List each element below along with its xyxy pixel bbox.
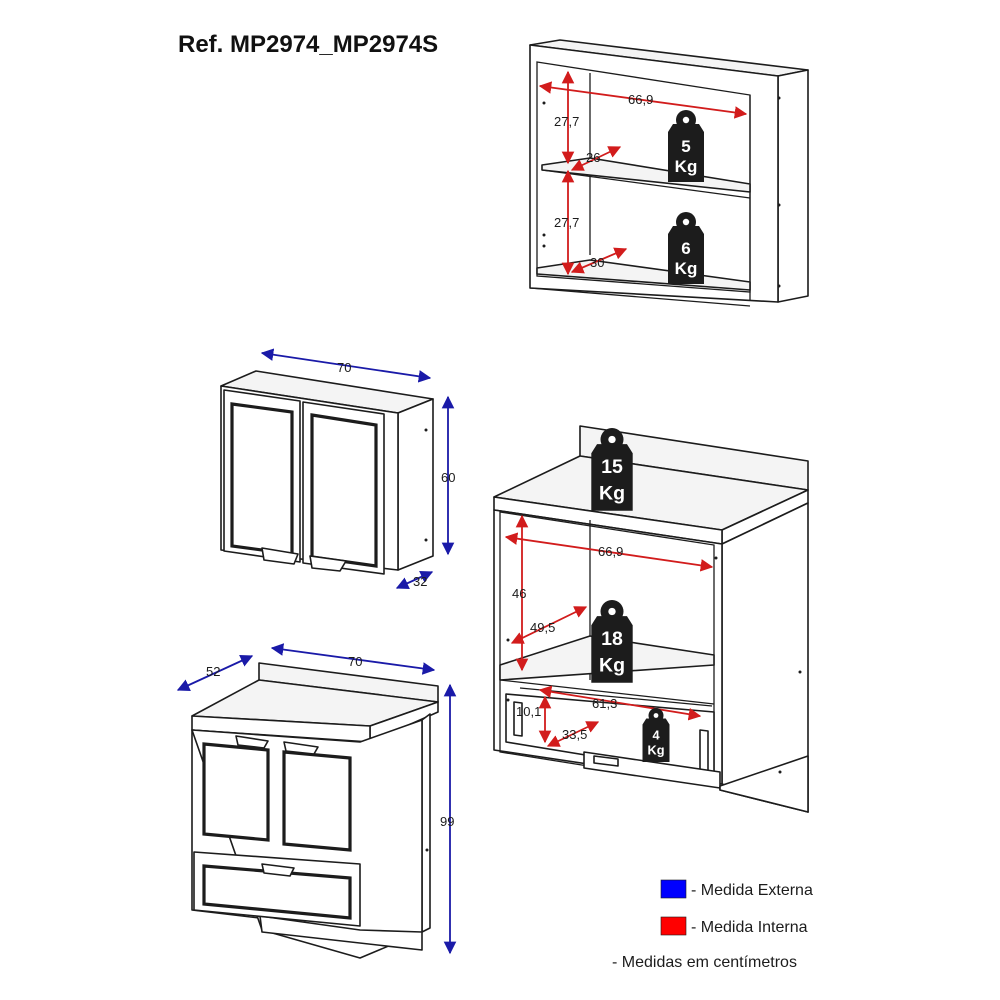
svg-text:15: 15 — [601, 456, 623, 478]
svg-text:18: 18 — [601, 628, 623, 650]
lower-open-drawer-depth-label: 33,5 — [562, 727, 587, 742]
weight-6kg-icon: 6 Kg — [668, 212, 704, 284]
legend-internal-label: - Medida Interna — [691, 919, 808, 936]
lower-closed-width-label: 70 — [348, 654, 362, 669]
legend: - Medida Externa - Medida Interna - Medi… — [612, 879, 813, 971]
legend-external-label: - Medida Externa — [691, 882, 813, 899]
upper-open-depth-bottom-label: 30 — [590, 255, 604, 270]
weight-15kg-icon: 15 Kg — [591, 428, 633, 511]
svg-text:Kg: Kg — [648, 743, 665, 758]
upper-closed-width-label: 70 — [337, 360, 351, 375]
upper-open-cabinet: 66,9 27,7 27,7 26 30 5 Kg 6 Kg — [529, 39, 809, 307]
weight-18kg-icon: 18 Kg — [591, 600, 633, 683]
svg-text:6: 6 — [681, 239, 690, 258]
lower-open-depth-label: 49,5 — [530, 620, 555, 635]
weight-4kg-icon: 4 Kg — [642, 708, 670, 762]
svg-text:Kg: Kg — [599, 482, 625, 504]
legend-units-label: - Medidas em centímetros — [612, 954, 797, 971]
upper-closed-height-label: 60 — [441, 470, 455, 485]
lower-open-width-label: 66,9 — [598, 544, 623, 559]
weight-5kg-icon: 5 Kg — [668, 110, 704, 182]
lower-closed-cabinet: 70 99 52 — [176, 643, 457, 959]
upper-open-height-bottom-label: 27,7 — [554, 215, 579, 230]
legend-external-swatch — [660, 879, 687, 899]
lower-open-drawer-width-label: 61,3 — [592, 696, 617, 711]
page-title: Ref. MP2974_MP2974S — [178, 31, 438, 58]
upper-open-height-top-label: 27,7 — [554, 114, 579, 129]
upper-closed-depth-label: 32 — [413, 574, 427, 589]
lower-open-drawer-height-label: 10,1 — [516, 704, 541, 719]
svg-text:Kg: Kg — [675, 259, 698, 278]
lower-closed-height-label: 99 — [440, 814, 454, 829]
upper-closed-cabinet: 70 60 32 — [220, 348, 455, 590]
svg-text:Kg: Kg — [599, 654, 625, 676]
svg-text:4: 4 — [652, 728, 660, 743]
lower-open-cabinet: 66,9 46 49,5 61,3 10,1 33,5 15 Kg 18 Kg … — [493, 425, 809, 813]
lower-closed-depth-label: 52 — [206, 664, 220, 679]
legend-internal-swatch — [660, 916, 687, 936]
upper-open-width-label: 66,9 — [628, 92, 653, 107]
svg-text:5: 5 — [681, 137, 690, 156]
upper-open-depth-top-label: 26 — [586, 150, 600, 165]
lower-open-height-label: 46 — [512, 586, 526, 601]
svg-text:Kg: Kg — [675, 157, 698, 176]
